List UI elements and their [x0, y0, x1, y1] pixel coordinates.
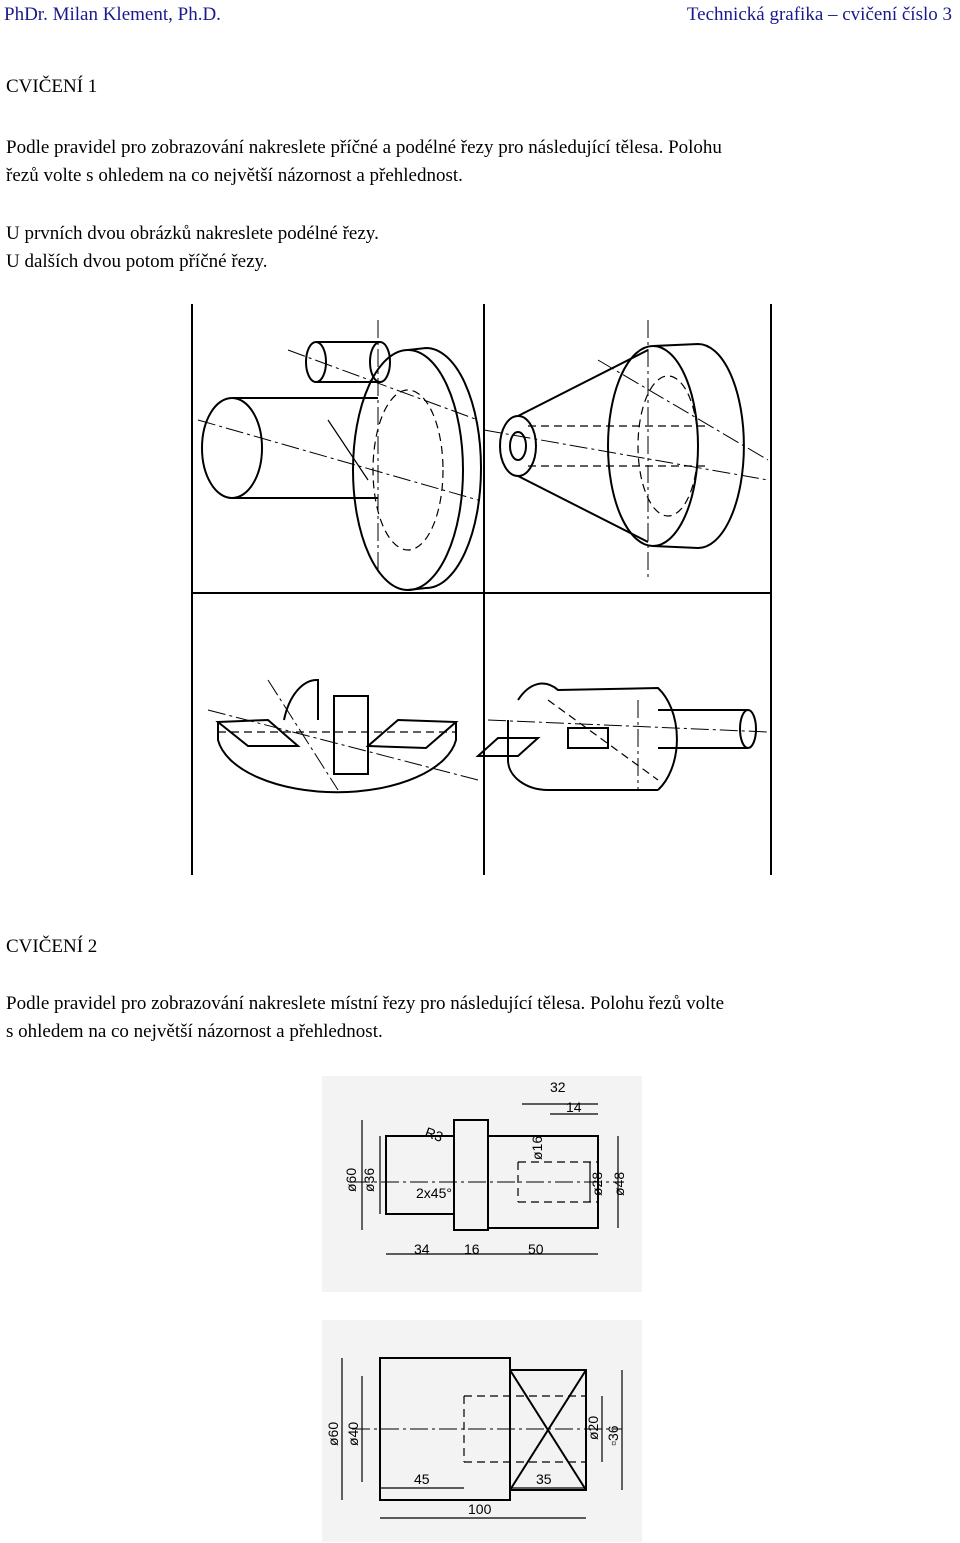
dim2-45: 45 — [414, 1471, 430, 1487]
dim-d28: ø28 — [589, 1172, 605, 1196]
dim-32: 32 — [550, 1079, 566, 1095]
exercise2-drawing-1: 32 14 R3 2x45° ø60 ø36 ø16 ø28 ø48 34 16… — [322, 1076, 642, 1292]
body-notched-shaft — [475, 682, 769, 791]
exercise2-line-2: s ohledem na co největší názornost a pře… — [6, 1021, 383, 1042]
dim2-sq36: ▫36 — [605, 1425, 621, 1446]
exercise2-drawing-2: ø60 ø40 ø20 ▫36 45 35 100 — [322, 1320, 642, 1542]
dim-34: 34 — [414, 1241, 430, 1257]
exercise2-line-1: Podle pravidel pro zobrazování nakreslet… — [6, 993, 725, 1014]
dim-14: 14 — [566, 1099, 582, 1115]
dim2-d40: ø40 — [345, 1422, 361, 1446]
exercise1-line-2: řezů volte s ohledem na co největší názo… — [6, 165, 463, 186]
exercise2-text: Podle pravidel pro zobrazování nakreslet… — [6, 990, 960, 1046]
dim2-d20: ø20 — [585, 1416, 601, 1440]
body-shaft-with-disc — [197, 320, 482, 591]
dim-50: 50 — [528, 1241, 544, 1257]
exercise2-title: CVIČENÍ 2 — [6, 936, 98, 957]
dim-r3: R3 — [423, 1124, 445, 1145]
dim2-100: 100 — [468, 1501, 492, 1517]
dim-d48: ø48 — [611, 1172, 627, 1196]
exercise1-figure — [188, 300, 778, 875]
exercise1-title: CVIČENÍ 1 — [6, 76, 98, 97]
exercise1-instructions: U prvních dvou obrázků nakreslete podéln… — [6, 220, 960, 276]
body-notched-cylinder — [207, 678, 479, 794]
dim-d60: ø60 — [343, 1168, 359, 1192]
dim2-d60: ø60 — [325, 1422, 341, 1446]
dim-d36: ø36 — [361, 1168, 377, 1192]
exercise1-line-1: Podle pravidel pro zobrazování nakreslet… — [6, 137, 722, 158]
dim2-35: 35 — [536, 1471, 552, 1487]
dim-d16: ø16 — [529, 1136, 545, 1160]
dim-16: 16 — [464, 1241, 480, 1257]
header-course: Technická grafika – cvičení číslo 3 — [686, 4, 952, 25]
header-author: PhDr. Milan Klement, Ph.D. — [4, 4, 221, 25]
instruction-2: U dalších dvou potom příčné řezy. — [6, 251, 268, 272]
body-cone-with-disc — [483, 320, 769, 580]
exercise1-text: Podle pravidel pro zobrazování nakreslet… — [6, 134, 960, 190]
instruction-1: U prvních dvou obrázků nakreslete podéln… — [6, 223, 379, 244]
dim-chamfer: 2x45° — [416, 1185, 452, 1201]
